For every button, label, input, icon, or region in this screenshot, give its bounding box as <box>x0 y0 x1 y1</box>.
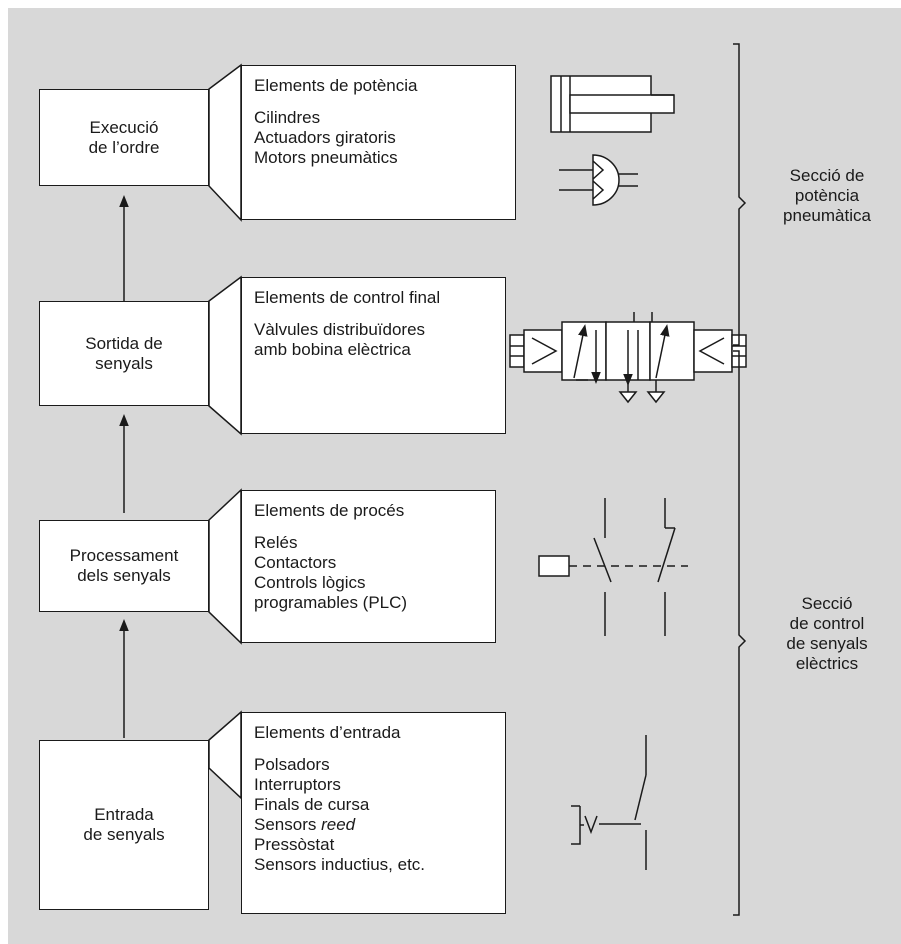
elements-input-item: Polsadors <box>254 755 330 774</box>
diagram-canvas: Execució de l’ordre Sortida de senyals P… <box>8 8 901 944</box>
elements-power-item: Actuadors giratoris <box>254 128 396 147</box>
bracket-pneumatic-power <box>733 43 747 346</box>
stage-signal-input-line-2: de senyals <box>83 825 165 844</box>
section-electrical-control-line: de senyals <box>786 634 868 653</box>
stage-execution-line-1: Execució <box>89 117 159 137</box>
push-button-icon <box>571 735 647 870</box>
section-electrical-control: Secció de control de senyals elèctrics <box>767 594 887 674</box>
section-pneumatic-power: Secció de potència pneumàtica <box>767 166 887 226</box>
section-pneumatic-power-line: Secció de <box>789 166 865 185</box>
stage-signal-processing: Processament dels senyals <box>39 520 209 612</box>
stage-signal-output-line-1: Sortida de <box>85 333 163 353</box>
elements-input-item-reed: Sensors reed <box>254 815 505 835</box>
elements-input-box: Elements d’entrada Polsadors Interruptor… <box>241 712 506 914</box>
elements-input-title: Elements d’entrada <box>254 723 401 742</box>
elements-final-control-title: Elements de control final <box>254 288 441 307</box>
stage-signal-input: Entrada de senyals <box>39 740 209 910</box>
section-pneumatic-power-line: pneumàtica <box>783 206 871 225</box>
stage-signal-output: Sortida de senyals <box>39 301 209 406</box>
section-electrical-control-line: elèctrics <box>795 654 859 673</box>
elements-process-item: Relés <box>254 533 298 552</box>
reed-italic: reed <box>321 815 356 834</box>
elements-final-control-item: Vàlvules distribuïdores <box>254 320 426 339</box>
funnel-output <box>208 275 242 436</box>
elements-power-box: Elements de potència Cilindres Actuadors… <box>241 65 516 220</box>
bracket-electrical-control <box>733 350 747 916</box>
stage-signal-processing-line-1: Processament <box>69 546 179 565</box>
stage-signal-input-line-1: Entrada <box>94 805 154 824</box>
stage-signal-processing-line-2: dels senyals <box>77 566 171 585</box>
funnel-execution <box>208 63 242 222</box>
section-electrical-control-line: de control <box>789 614 865 633</box>
elements-power-item: Motors pneumàtics <box>254 148 398 167</box>
elements-power-item: Cilindres <box>254 108 321 127</box>
pneumatic-cylinder-icon <box>550 75 675 133</box>
elements-process-title: Elements de procés <box>254 501 405 520</box>
elements-process-item: Contactors <box>254 553 337 572</box>
elements-input-item: Pressòstat <box>254 835 335 854</box>
elements-final-control-box: Elements de control final Vàlvules distr… <box>241 277 506 434</box>
elements-process-box: Elements de procés Relés Contactors Cont… <box>241 490 496 643</box>
section-pneumatic-power-line: potència <box>794 186 860 205</box>
stage-signal-output-line-2: senyals <box>95 353 153 373</box>
elements-input-item: Interruptors <box>254 775 341 794</box>
funnel-processing <box>208 488 242 645</box>
elements-input-item: Finals de cursa <box>254 795 370 814</box>
elements-process-item: Controls lògics <box>254 573 366 592</box>
elements-process-item: programables (PLC) <box>254 593 408 612</box>
elements-input-item: Sensors inductius, etc. <box>254 855 426 874</box>
pneumatic-motor-icon <box>559 154 638 206</box>
diagram-graphics <box>119 43 747 916</box>
funnel-input <box>208 710 242 800</box>
relay-contacts-icon <box>538 498 688 636</box>
solenoid-valve-icon <box>509 312 747 404</box>
elements-final-control-item: amb bobina elèctrica <box>254 340 411 359</box>
elements-input-item-text: Sensors <box>254 815 322 834</box>
stage-execution-line-2: de l’ordre <box>88 137 160 157</box>
stage-execution: Execució de l’ordre <box>39 89 209 186</box>
section-electrical-control-line: Secció <box>801 594 853 613</box>
elements-power-title: Elements de potència <box>254 76 418 95</box>
